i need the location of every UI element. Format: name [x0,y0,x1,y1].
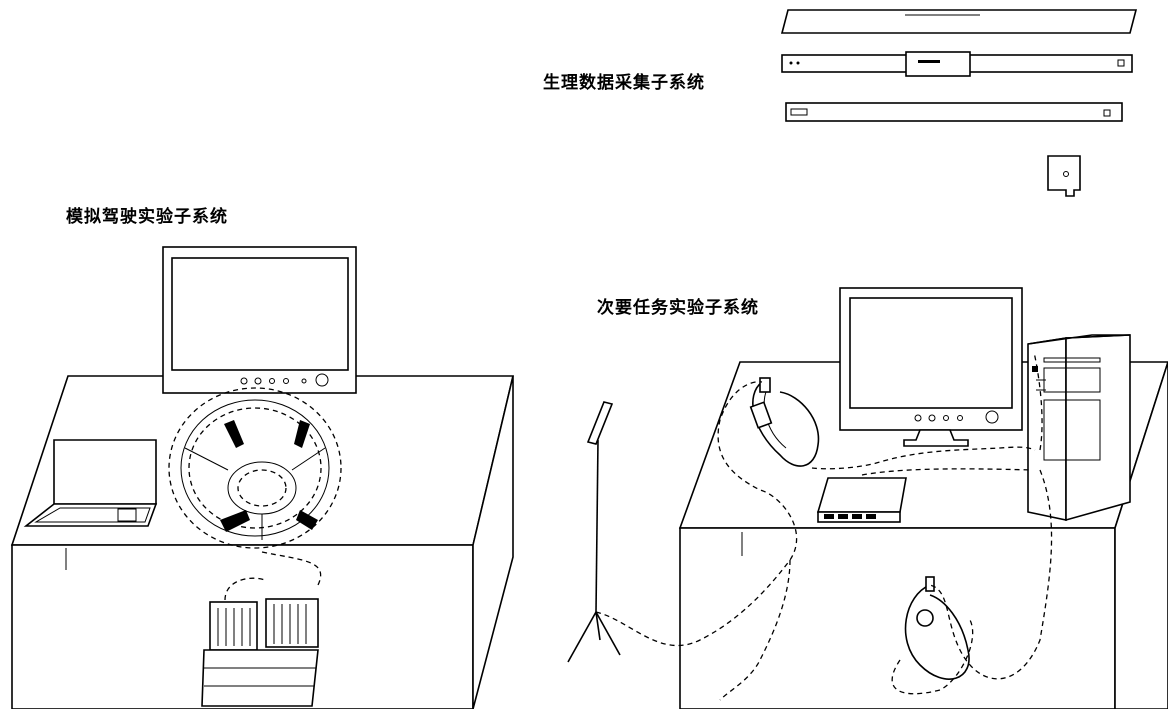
hub-box [816,477,907,523]
cables [595,351,1053,701]
pc-tower [1027,334,1131,522]
controller-left [749,377,820,467]
physio-subsystem-label: 生理数据采集子系统 [543,73,705,93]
driving-monitor [162,246,357,394]
steering-wheel [168,387,342,586]
controller-bottom [904,576,970,680]
secondary-monitor [839,287,1023,447]
physio-acquisition-device [780,9,1138,197]
driving-subsystem-label: 模拟驾驶实验子系统 [66,207,228,227]
pedals [201,577,319,707]
microphone-stand [567,401,621,663]
laptop [23,439,158,527]
secondary-task-subsystem-label: 次要任务实验子系统 [597,298,759,318]
